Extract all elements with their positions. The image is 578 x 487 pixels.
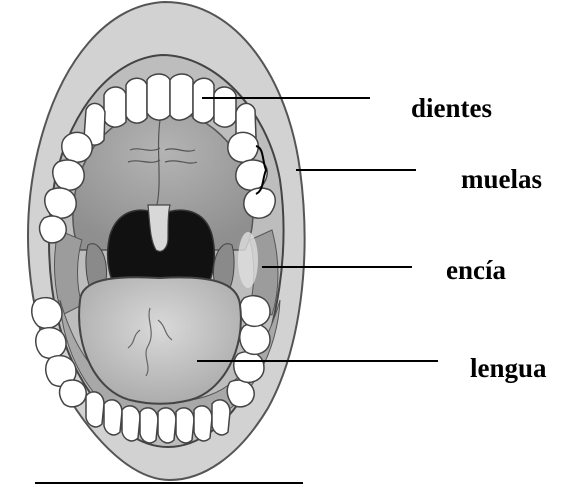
molar-lower-left-2 [36, 328, 66, 359]
molar-upper-left-2 [53, 160, 84, 190]
molar-upper-left-1 [62, 132, 92, 162]
label-lengua: lengua [470, 353, 547, 383]
molar-lower-right-3 [240, 324, 270, 355]
tooth-lower-7 [194, 406, 212, 441]
label-encia: encía [446, 255, 506, 285]
molar-lower-left-1 [32, 298, 62, 329]
tooth-lower-1 [86, 392, 104, 427]
molar-lower-left-4 [60, 380, 87, 407]
molar-lower-right-4 [240, 296, 270, 327]
tooth-lower-3 [122, 406, 140, 441]
label-muelas: muelas [461, 164, 542, 194]
tooth-upper-2 [126, 78, 147, 123]
tooth-lower-2 [104, 400, 122, 435]
tongue [79, 277, 241, 404]
tooth-lower-5 [158, 408, 176, 443]
tooth-lower-4 [140, 408, 158, 443]
tooth-upper-1 [104, 87, 126, 127]
gum-highlight [238, 232, 258, 288]
tooth-upper-5 [193, 78, 214, 123]
molar-lower-right-1 [227, 380, 254, 407]
tooth-lower-6 [176, 408, 194, 443]
tooth-lower-8 [212, 400, 230, 435]
molar-upper-left-3 [45, 188, 76, 218]
molar-upper-right-1 [228, 132, 258, 162]
tooth-upper-3 [147, 74, 170, 120]
label-dientes: dientes [411, 93, 492, 123]
gum-left [55, 230, 82, 315]
tooth-upper-6 [214, 87, 236, 127]
molar-upper-left-4 [40, 216, 67, 243]
tooth-upper-4 [170, 74, 193, 120]
molar-lower-right-2 [234, 352, 264, 383]
